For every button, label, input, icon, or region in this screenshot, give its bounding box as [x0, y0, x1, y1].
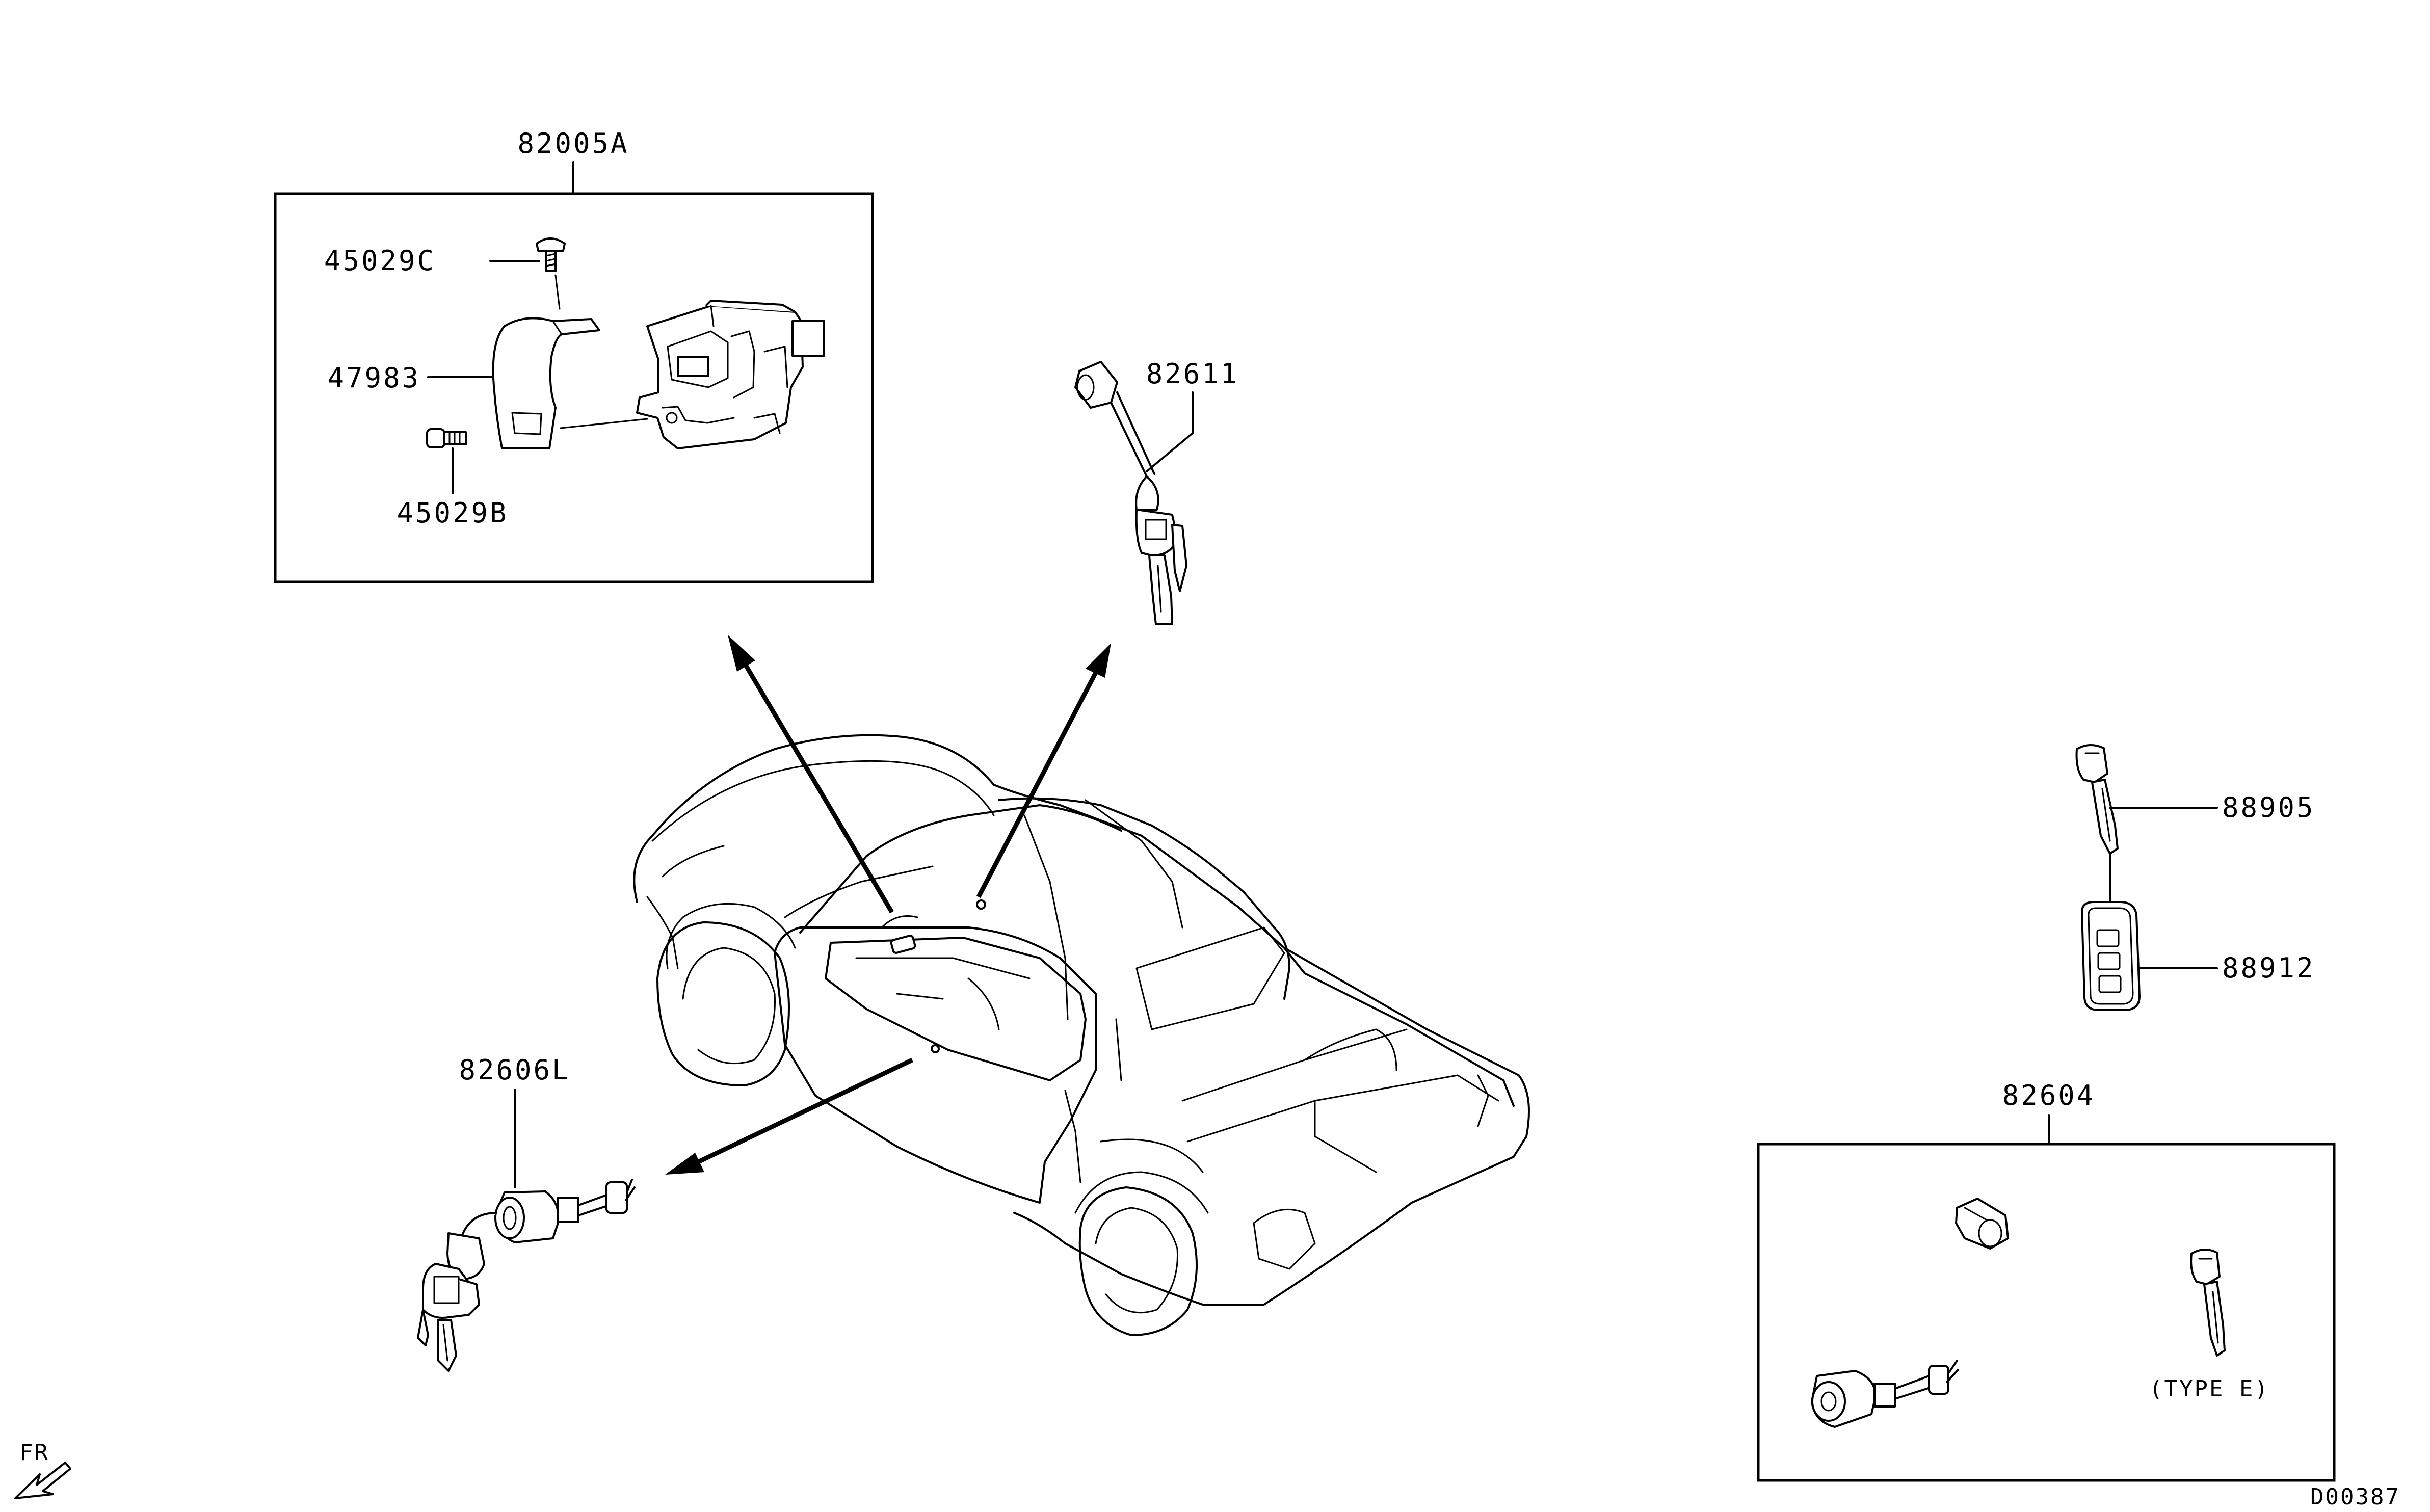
arrow-to-82606l [697, 1057, 913, 1164]
front-direction-indicator: FR [14, 1440, 71, 1499]
assembly-box-82604 [1757, 1143, 2336, 1482]
ignition-key-cylinder-drawing [1074, 361, 1187, 625]
door-lock-cylinder-group: 82606L [417, 1054, 636, 1372]
arrowhead-82606l [665, 1153, 704, 1175]
label-45029c[interactable]: 45029C [324, 245, 436, 277]
vehicle-outline-drawing [633, 734, 1530, 1336]
assembly-box-82005a [274, 192, 874, 583]
pointer-arrows [665, 635, 1111, 1175]
type-e-key-drawing [2190, 1249, 2226, 1357]
screw-c-drawing [536, 237, 566, 310]
label-82005a[interactable]: 82005A [517, 127, 629, 160]
ignition-switch-body-drawing [636, 300, 825, 449]
remote-key-fob-drawing [2081, 901, 2141, 1011]
label-82611[interactable]: 82611 [1146, 358, 1239, 390]
screw-b-drawing [426, 428, 467, 448]
arrow-to-82611 [976, 671, 1098, 898]
ignition-key-cylinder-group: 82611 [1074, 358, 1239, 625]
key-parts-group: 88905 88912 [2075, 744, 2315, 1011]
ignition-switch-assembly-group: 82005A 45029C 47983 [274, 127, 874, 583]
label-47983[interactable]: 47983 [327, 362, 420, 394]
lock-cylinder-set-group: 82604 (TYPE E) [1757, 1079, 2336, 1482]
small-lock-cylinder-drawing [1955, 1198, 2009, 1250]
column-cover-drawing [492, 317, 648, 449]
door-cylinder-set-drawing [1811, 1360, 1959, 1428]
label-type-e: (TYPE E) [2149, 1376, 2269, 1402]
label-45029b[interactable]: 45029B [397, 497, 508, 529]
front-arrow-icon [14, 1462, 71, 1499]
emergency-key-drawing [2075, 744, 2119, 855]
label-82604[interactable]: 82604 [2002, 1079, 2096, 1111]
door-lock-cylinder-drawing [417, 1179, 636, 1372]
diagram-code: D00387 [2310, 1484, 2400, 1510]
label-82606l[interactable]: 82606L [459, 1054, 570, 1086]
arrowhead-82005a [728, 635, 755, 672]
label-88905[interactable]: 88905 [2222, 791, 2315, 824]
arrow-to-82005a [742, 661, 894, 914]
arrowhead-82611 [1086, 643, 1111, 678]
label-fr: FR [19, 1440, 49, 1466]
leader-82611 [1146, 391, 1194, 472]
label-88912[interactable]: 88912 [2222, 952, 2315, 984]
